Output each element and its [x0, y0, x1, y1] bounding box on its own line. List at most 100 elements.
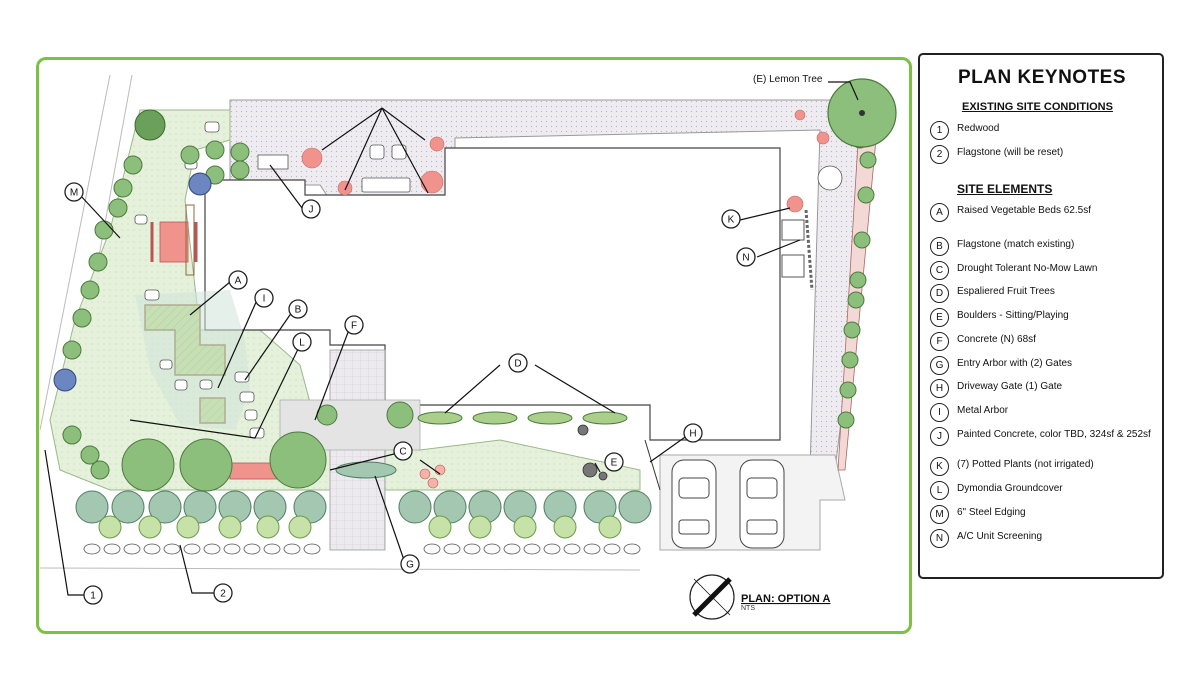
light-shrub: [553, 515, 577, 539]
back-patio-furniture: [257, 144, 843, 193]
border-plant: [94, 220, 114, 240]
border-plant: [843, 321, 861, 339]
front-yard-trees: [121, 431, 327, 492]
keynote-text: Flagstone (match existing): [957, 239, 1075, 250]
keynote-marker: G: [930, 356, 949, 375]
flagstone-boulder: [603, 543, 621, 555]
border-plant: [853, 231, 871, 249]
flagstone-boulder: [443, 543, 461, 555]
callout-leader-lines: [44, 81, 859, 596]
keynotes-title: PLAN KEYNOTES: [958, 67, 1127, 88]
border-plant: [849, 271, 867, 289]
flagstone-boulder: [143, 543, 161, 555]
flagstone-boulder: [423, 543, 441, 555]
picnic-table: [159, 221, 189, 263]
plan-title: PLAN: OPTION A: [741, 593, 830, 605]
border-plant: [88, 252, 108, 272]
border-plant: [847, 291, 865, 309]
ac-screening: [804, 209, 814, 291]
keynotes-panel: PLAN KEYNOTES EXISTING SITE CONDITIONS 1…: [918, 53, 1164, 579]
border-plant: [123, 155, 143, 175]
border-plant: [80, 445, 100, 465]
callout-circle: [292, 332, 312, 352]
potted-plants: [301, 109, 830, 213]
keynote-text: Entry Arbor with (2) Gates: [957, 358, 1073, 369]
callout-circle: [736, 247, 756, 267]
keynote-row: A Raised Vegetable Beds 62.5sf: [930, 203, 1160, 223]
flagstone-boulder: [583, 543, 601, 555]
callout-letter: 1: [90, 591, 96, 602]
flagstone-boulder: [103, 543, 121, 555]
keynote-text: Boulders - Sitting/Playing: [957, 310, 1069, 321]
callout-letter: D: [514, 359, 521, 370]
hedge-shrub: [75, 490, 109, 524]
callout-letter: 2: [220, 589, 226, 600]
light-shrub: [256, 515, 280, 539]
keynote-text: A/C Unit Screening: [957, 531, 1043, 542]
plan-scale: NTS: [741, 605, 755, 612]
keynote-text: 6" Steel Edging: [957, 507, 1026, 518]
callout-circle: [83, 585, 103, 605]
keynote-marker: C: [930, 261, 949, 280]
callout-letter: L: [299, 338, 305, 349]
keynote-text: Raised Vegetable Beds 62.5sf: [957, 205, 1091, 216]
keynote-text: Dymondia Groundcover: [957, 483, 1063, 494]
keynote-marker: 2: [930, 145, 949, 164]
keynote-marker: 1: [930, 121, 949, 140]
callout-circle: [344, 315, 364, 335]
flagstone-boulder: [243, 543, 261, 555]
left-border-plants: [62, 140, 250, 480]
callout-circle: [301, 199, 321, 219]
ac-unit: [781, 254, 805, 278]
callout-circle: [604, 452, 624, 472]
callout-letter: E: [611, 458, 618, 469]
keynote-marker: I: [930, 403, 949, 422]
flagstone-boulder: [223, 543, 241, 555]
flagstone-area: [135, 290, 250, 430]
callout-circle: [400, 554, 420, 574]
flagstone-boulder: [83, 543, 101, 555]
callout-circle: [288, 299, 308, 319]
flagstone-boulder: [483, 543, 501, 555]
keynote-text: Driveway Gate (1) Gate: [957, 381, 1063, 392]
border-plant: [859, 151, 877, 169]
keynote-marker: L: [930, 481, 949, 500]
callout-letter: C: [399, 447, 406, 458]
light-shrub: [428, 515, 452, 539]
light-shrub: [468, 515, 492, 539]
site-elements-heading: SITE ELEMENTS: [957, 182, 1053, 196]
hedge-shrub: [183, 490, 217, 524]
light-shrub: [218, 515, 242, 539]
light-shrub: [513, 515, 537, 539]
flagstone-boulder: [203, 543, 221, 555]
border-plant: [62, 340, 82, 360]
border-plant: [62, 425, 82, 445]
callout-letter: J: [309, 205, 314, 216]
flagstone-boulder: [163, 543, 181, 555]
keynote-text: Espaliered Fruit Trees: [957, 286, 1055, 297]
callout-letter: B: [295, 305, 302, 316]
border-plant: [108, 198, 128, 218]
light-shrub: [176, 515, 200, 539]
callout-circle: [721, 209, 741, 229]
keynote-text: Metal Arbor: [957, 405, 1009, 416]
keynote-row: L Dymondia Groundcover: [930, 481, 1160, 501]
callout-letter: A: [235, 276, 242, 287]
keynote-text: Flagstone (will be reset): [957, 147, 1064, 158]
keynote-marker: A: [930, 203, 949, 222]
keynote-marker: B: [930, 237, 949, 256]
callout-circle: [508, 353, 528, 373]
keynote-row: I Metal Arbor: [930, 403, 1160, 423]
callout-circle: [64, 182, 84, 202]
flagstone-boulder: [283, 543, 301, 555]
hedge-shrub: [111, 490, 145, 524]
keynote-marker: F: [930, 332, 949, 351]
keynote-row: G Entry Arbor with (2) Gates: [930, 356, 1160, 376]
